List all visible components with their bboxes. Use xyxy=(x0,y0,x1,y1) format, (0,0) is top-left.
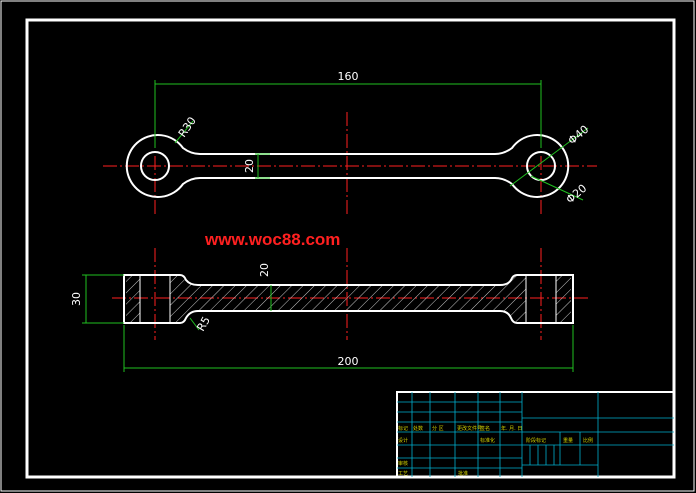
inner-border xyxy=(25,18,676,479)
top-view: 160 20 R30 Φ40 Φ20 xyxy=(103,70,597,215)
tb-review: 审核 xyxy=(398,460,408,467)
dim-length-top: 160 xyxy=(338,70,359,83)
dim-width-top: 20 xyxy=(243,159,256,173)
tb-process: 工艺 xyxy=(398,471,408,477)
watermark: www.woc88.com xyxy=(204,230,340,249)
tb-approve: 批准 xyxy=(458,470,468,477)
tb-sign: 签名 xyxy=(480,425,490,432)
title-block: 标记 处数 分 区 更改文件号 签名 年. 月. 日 设计 标准化 阶段标记 重… xyxy=(396,391,675,478)
dim-dia20: Φ20 xyxy=(564,182,590,207)
dim-height-bottom: 30 xyxy=(70,292,83,306)
tb-zone: 分 区 xyxy=(432,425,444,432)
tb-date: 年. 月. 日 xyxy=(501,425,522,432)
tb-scale: 比例 xyxy=(583,437,593,444)
dim-dia40: Φ40 xyxy=(566,123,592,148)
dim-r5: R5 xyxy=(194,314,213,333)
dim-web-bottom: 20 xyxy=(258,263,271,277)
tb-mark: 标记 xyxy=(398,425,408,432)
tb-weight: 重量 xyxy=(563,437,573,444)
tb-doc: 更改文件号 xyxy=(457,425,482,432)
tb-std: 标准化 xyxy=(480,437,495,444)
dim-length-bottom: 200 xyxy=(338,355,359,368)
tb-count: 处数 xyxy=(413,425,423,432)
tb-design: 设计 xyxy=(398,437,408,444)
dim-r30: R30 xyxy=(176,115,199,140)
section-view: 200 30 20 R5 xyxy=(70,248,590,372)
tb-stage: 阶段标记 xyxy=(526,437,546,444)
left-hole xyxy=(140,151,170,181)
right-hole xyxy=(526,151,556,181)
section-outline xyxy=(123,274,574,324)
